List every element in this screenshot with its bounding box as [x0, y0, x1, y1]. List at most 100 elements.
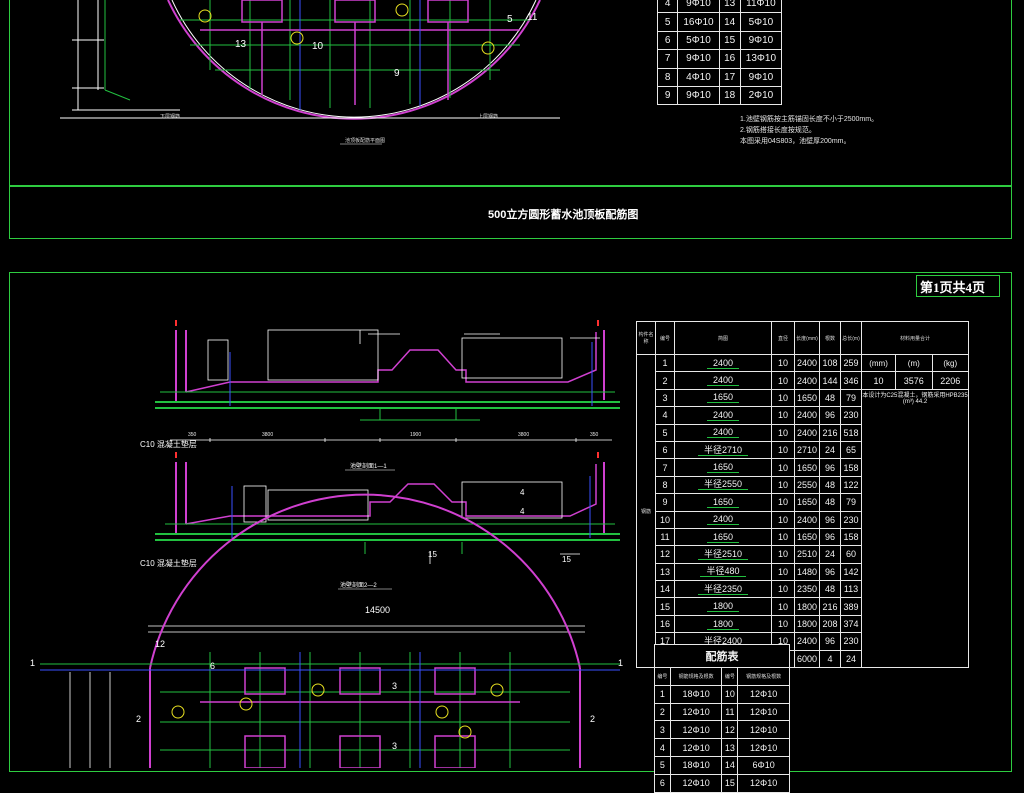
- page-number-label: 第1页共4页: [920, 280, 986, 295]
- top-note-3: 本图采用04S803，池壁厚200mm。: [740, 138, 851, 145]
- svg-text:350: 350: [590, 432, 599, 438]
- rebar-cell: 216: [819, 597, 841, 616]
- rebar-cell: 半径2710: [674, 440, 772, 460]
- rebar-cell: 10: [771, 406, 795, 425]
- svg-text:3: 3: [392, 741, 397, 751]
- rebar-cell: 144: [819, 371, 841, 390]
- rebar-cell: 96: [819, 632, 841, 651]
- rebar-cell: 6: [655, 440, 675, 460]
- rebar-cell: 2400: [674, 423, 772, 442]
- section-2-2: [155, 452, 620, 564]
- rebar-cell: 65: [840, 440, 862, 460]
- peijin-cell: 12Φ10: [669, 738, 723, 757]
- rebar-cell: 2550: [794, 475, 820, 495]
- rebar-cell: 1800: [674, 597, 772, 616]
- rebar-cell: 518: [840, 423, 862, 442]
- rebar-cell: 10: [655, 510, 675, 529]
- rebar-cell: 半径480: [674, 562, 772, 582]
- rebar-cell: 4: [655, 406, 675, 425]
- rebar-cell: 24: [819, 545, 841, 564]
- rebar-cell: 96: [819, 527, 841, 547]
- rebar-cell: 1800: [794, 597, 820, 616]
- rebar-cell: 10: [771, 545, 795, 564]
- peijin-cell: 12Φ10: [737, 702, 790, 722]
- peijin-cell: 3: [654, 720, 671, 740]
- top-bar-cell: 6: [656, 30, 679, 51]
- peijin-cell: 6Φ10: [737, 755, 790, 775]
- svg-text:2: 2: [590, 714, 595, 724]
- rebar-cell: 1650: [674, 458, 772, 477]
- peijin-cell: 11: [721, 702, 739, 722]
- peijin-cell: 12Φ10: [737, 773, 790, 793]
- top-note-1: 1.池壁钢筋按主筋锚固长度不小于2500mm。: [740, 116, 879, 123]
- rebar-cell: 10: [771, 597, 795, 616]
- peijin-cell: 2: [654, 702, 671, 722]
- rebar-cell: 1480: [794, 562, 820, 582]
- peijin-cell: 14: [721, 755, 739, 775]
- top-bar-cell: 16: [718, 49, 741, 69]
- rebar-cell: 1650: [794, 388, 820, 408]
- rebar-cell: 3: [655, 388, 675, 408]
- svg-text:下层钢筋: 下层钢筋: [160, 113, 180, 120]
- rebar-cell: 4: [819, 649, 841, 669]
- rebar-cell: 1: [655, 353, 675, 373]
- rebar-cell: 96: [819, 510, 841, 529]
- top-bar-cell: 8: [656, 67, 679, 87]
- rebar-cell: 2400: [794, 353, 820, 373]
- rebar-cell: 10: [771, 527, 795, 547]
- rebar-cell: 10: [771, 388, 795, 408]
- top-bar-cell: 5: [656, 12, 679, 32]
- rebar-cell: 1650: [794, 527, 820, 547]
- rebar-cell: 10: [771, 475, 795, 495]
- c10-label-1: C10 混凝土垫层: [140, 439, 197, 449]
- top-bar-cell: 13Φ10: [739, 49, 783, 69]
- top-bar-cell: 16Φ10: [677, 12, 720, 32]
- rebar-cell: 2: [655, 371, 675, 390]
- svg-text:4: 4: [520, 507, 525, 516]
- lower-plan: [40, 493, 620, 768]
- svg-text:2: 2: [136, 714, 141, 724]
- rebar-cell: 48: [819, 580, 841, 599]
- peijin-cell: 12: [721, 720, 739, 740]
- svg-text:4: 4: [520, 488, 525, 497]
- top-bar-cell: 7: [656, 49, 679, 69]
- rebar-cell: 10: [771, 458, 795, 477]
- rebar-cell: 10: [771, 371, 795, 390]
- top-bar-cell: 5Φ10: [677, 30, 720, 51]
- svg-text:3800: 3800: [518, 432, 529, 438]
- peijin-cell: 10: [721, 684, 739, 704]
- rebar-cell: 96: [819, 562, 841, 582]
- rebar-cell: 11: [655, 527, 675, 547]
- top-bar-cell: 9Φ10: [677, 0, 720, 14]
- rebar-cell: 8: [655, 475, 675, 495]
- rebar-cell: 10: [771, 562, 795, 582]
- rebar-cell: 2400: [674, 406, 772, 425]
- peijin-cell: 18Φ10: [669, 684, 723, 704]
- rebar-cell: 半径2510: [674, 545, 772, 564]
- rebar-cell: 12: [655, 545, 675, 564]
- marker-11: 11: [527, 12, 538, 23]
- rebar-cell: 2400: [674, 371, 772, 390]
- top-bar-cell: 9: [656, 85, 679, 106]
- peijin-cell: 1: [654, 684, 671, 704]
- top-note-2: 2.钢筋搭接长度按规范。: [740, 127, 816, 134]
- rebar-cell: 1650: [794, 458, 820, 477]
- peijin-cell: 12Φ10: [669, 720, 723, 740]
- section-1-1-label: 池壁剖面1—1: [350, 462, 387, 470]
- svg-text:上层钢筋: 上层钢筋: [478, 113, 498, 120]
- rebar-cell: 14: [655, 580, 675, 599]
- svg-text:1: 1: [30, 658, 35, 668]
- svg-text:3800: 3800: [262, 432, 273, 438]
- rebar-cell: 113: [840, 580, 862, 599]
